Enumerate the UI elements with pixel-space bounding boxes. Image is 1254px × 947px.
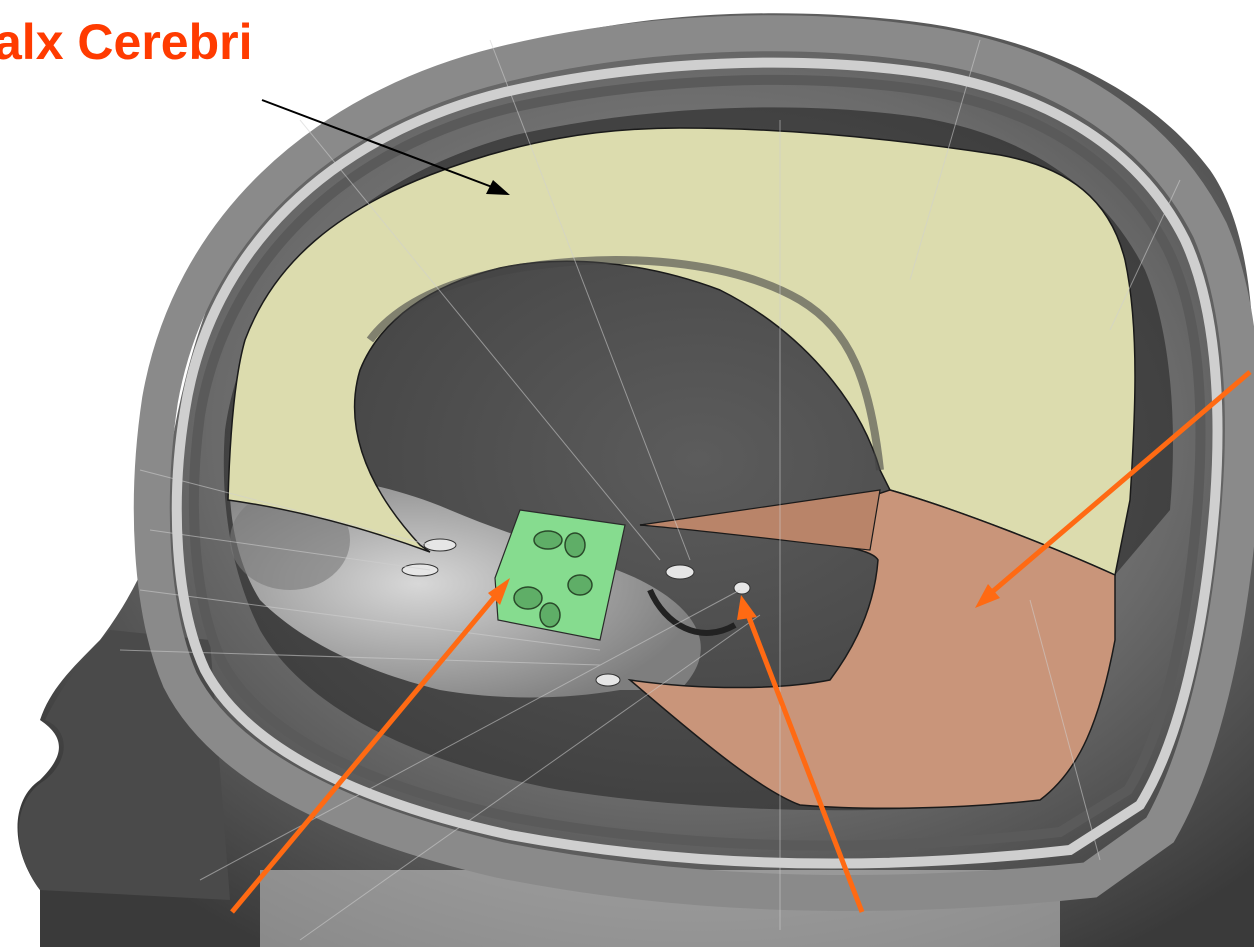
vessel-detail-2 <box>402 564 438 576</box>
pituitary-detail-1 <box>534 531 562 549</box>
pituitary-detail-3 <box>568 575 592 595</box>
pituitary-detail-5 <box>540 603 560 627</box>
vessel-detail-5 <box>596 674 620 686</box>
pituitary-detail-2 <box>565 533 585 557</box>
pituitary-detail-4 <box>514 587 542 609</box>
face-profile-dark <box>19 630 230 900</box>
vessel-detail-3 <box>666 565 694 579</box>
falx-cerebri-label: alx Cerebri <box>0 12 252 72</box>
